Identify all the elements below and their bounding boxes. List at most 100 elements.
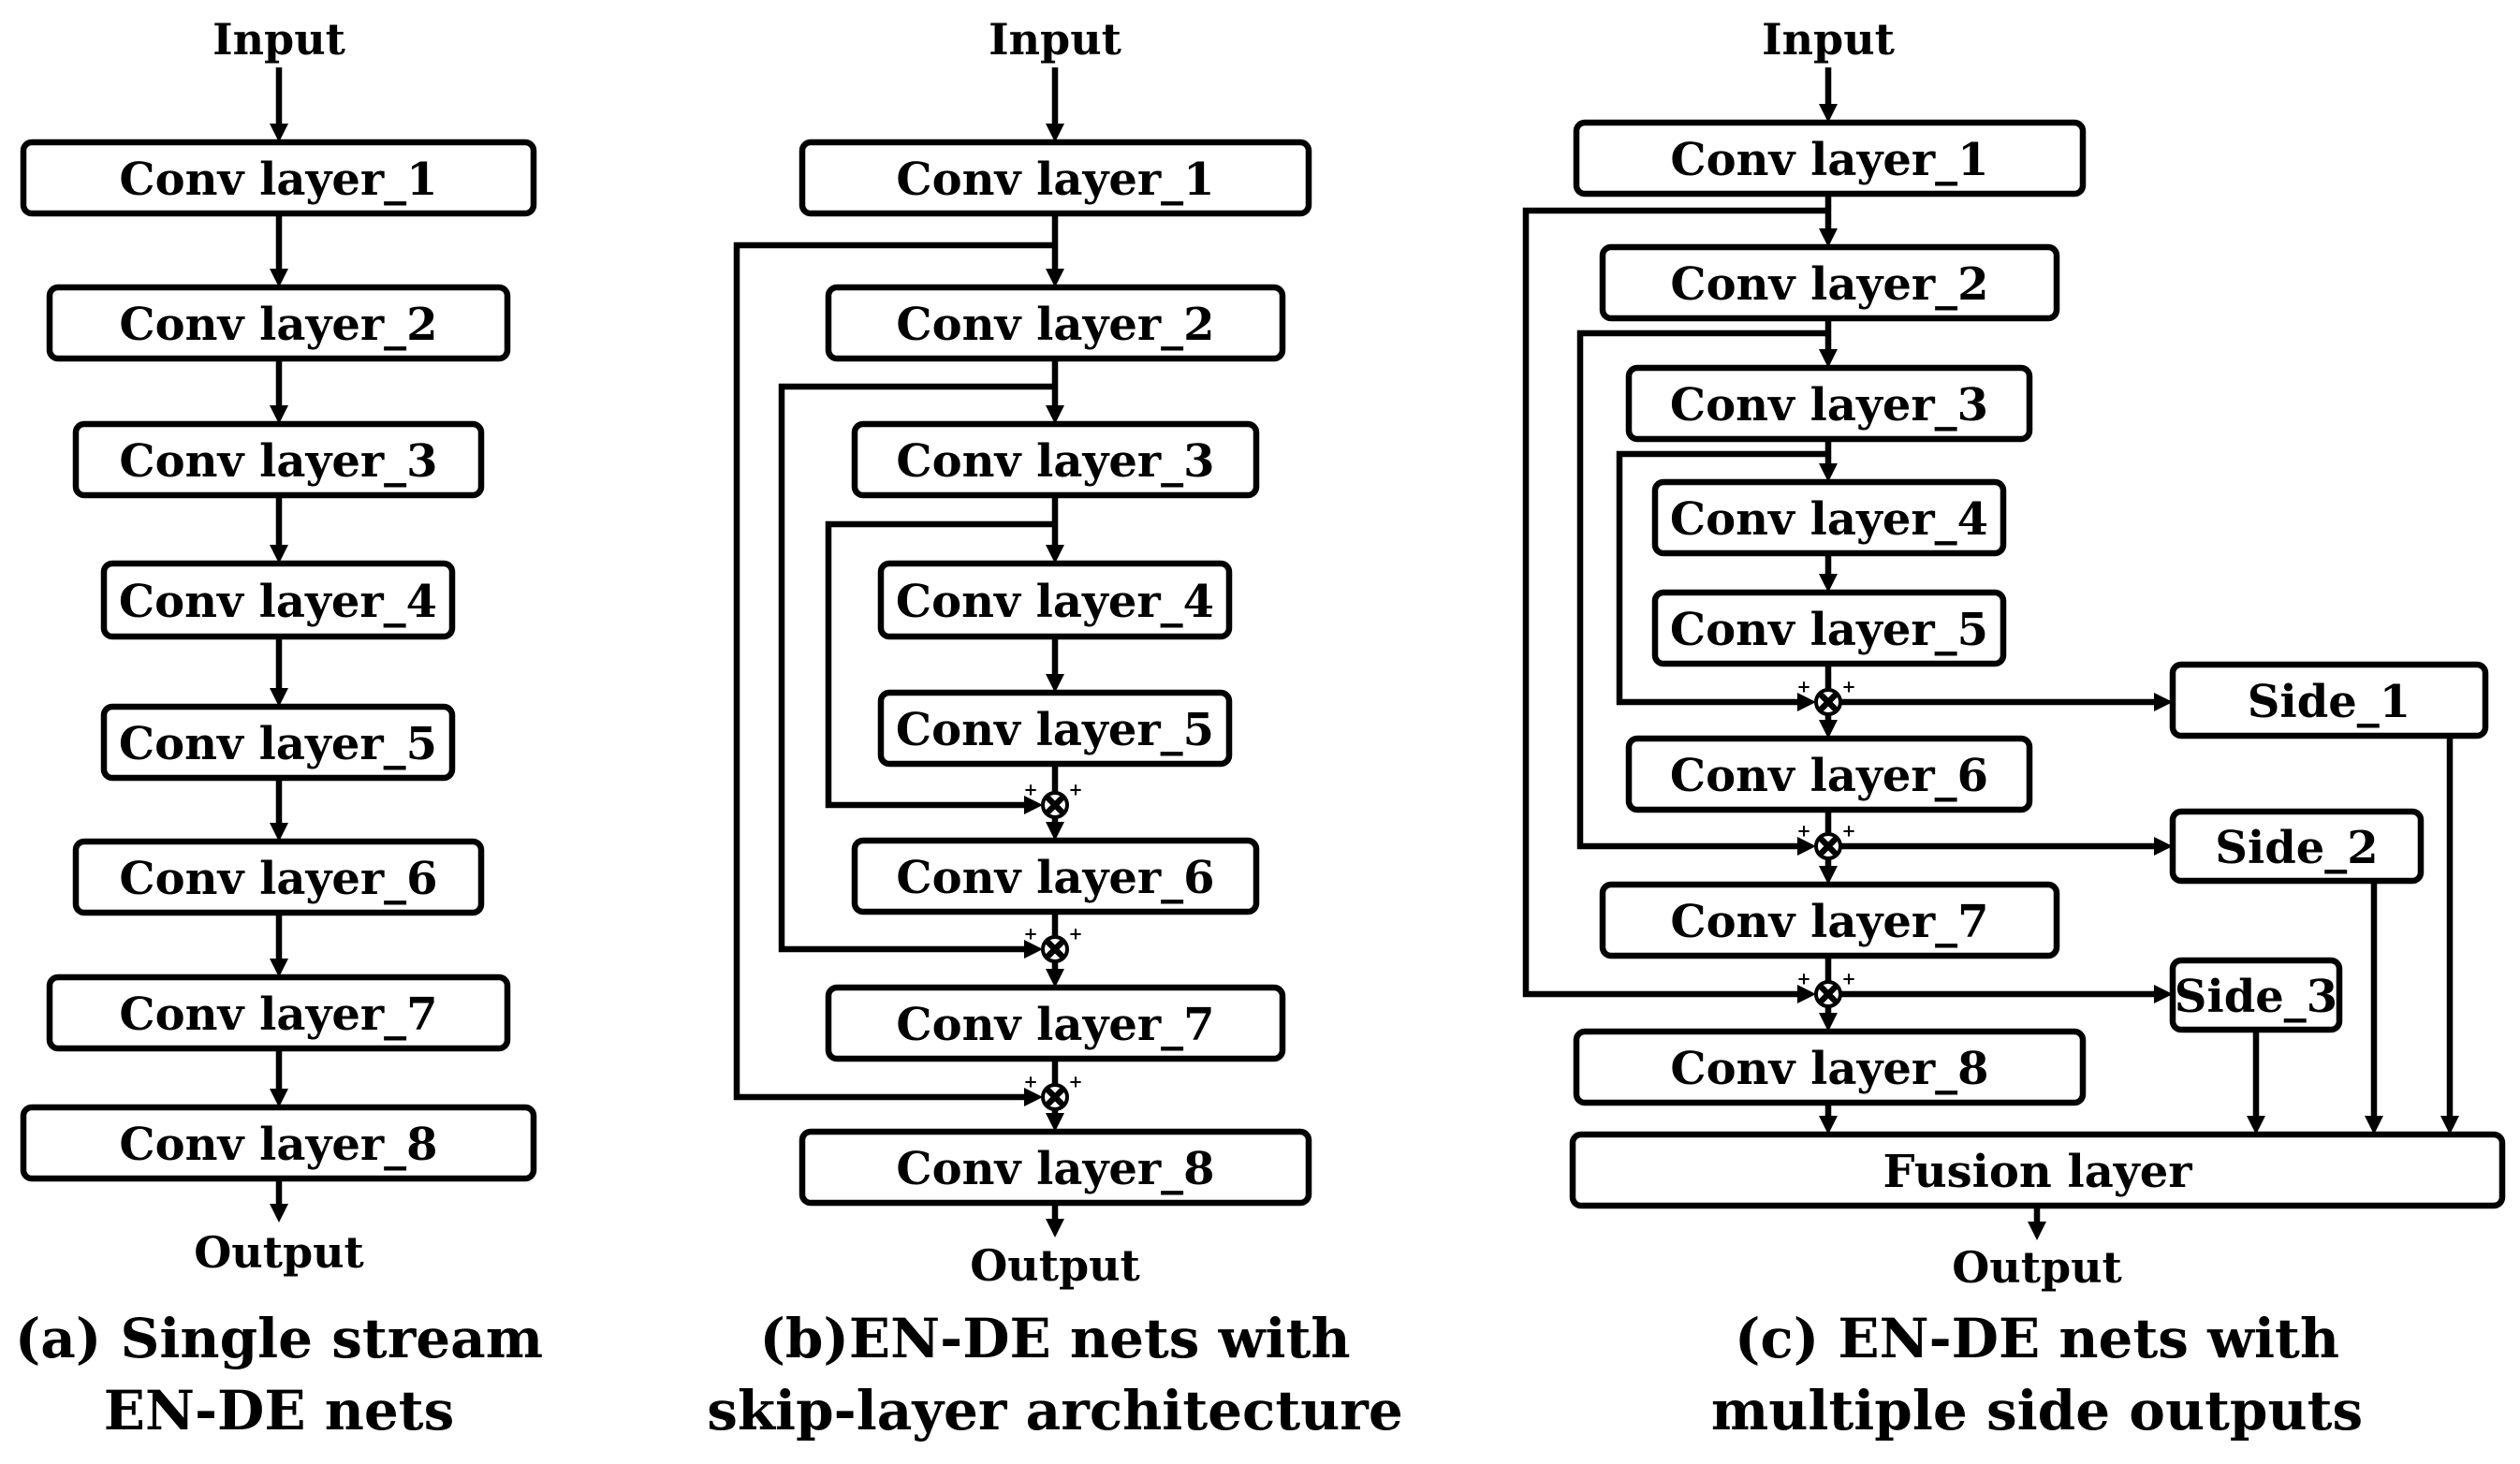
panel-c-skip-3-to-5 [1616, 450, 1828, 706]
panel-c-conv-layer-6: Conv layer_6 [1625, 735, 2033, 813]
panel-c-skip-1-to-7-head [1797, 985, 1816, 1003]
panel-b-arrow-sum1-6-head [1046, 822, 1064, 841]
panel-a-conv-layer-2: Conv layer_2 [46, 284, 511, 362]
panel-b-arrow-4-5-head [1046, 674, 1064, 693]
panel-b-sum-node-1-cross-b [1044, 794, 1066, 816]
panel-c-side-1-in-head [2154, 693, 2173, 711]
panel-c-conv-layer-8: Conv layer_8 [1573, 1028, 2087, 1106]
panel-a-conv-layer-6-label: Conv layer_6 [119, 853, 437, 905]
panel-a-conv-layer-1: Conv layer_1 [20, 139, 537, 217]
panel-b-arrow-2-3-head [1046, 405, 1064, 424]
panel-c-sum-node-2-cross-b [1817, 835, 1839, 857]
panel-c-conv-layer-8-label: Conv layer_8 [1670, 1043, 1988, 1095]
panel-c-arrow-8-fusion-head [1819, 1116, 1838, 1135]
panel-c-side-1-to-fusion-head [2440, 1116, 2459, 1135]
panel-b-skip-2-to-6 [778, 383, 1055, 953]
panel-b-caption-line-1: (b)EN-DE nets with [759, 1307, 1350, 1370]
panel-c-arrow-2-3-head [1819, 349, 1838, 368]
panel-b-skip-3-to-5-head [1024, 796, 1043, 814]
panel-a-output-arrow-head [270, 1204, 288, 1222]
panel-c-conv-layer-5: Conv layer_5 [1651, 589, 2007, 667]
panel-b-caption-line-2: skip-layer architecture [707, 1379, 1403, 1442]
panel-c-sum-node-2-plus-right: + [1841, 822, 1855, 842]
panel-b-sum-node-1-plus-right: + [1068, 781, 1082, 800]
panel-c-side-1-label: Side_1 [2248, 676, 2410, 728]
panel-c-input-arrow-head [1819, 104, 1838, 123]
panel-c-conv-layer-3: Conv layer_3 [1625, 364, 2033, 443]
panel-c-side-3-to-fusion-head [2247, 1116, 2265, 1135]
panel-b-conv-layer-2-label: Conv layer_2 [896, 299, 1214, 351]
panel-c-conv-layer-7-label: Conv layer_7 [1670, 896, 1988, 948]
panel-a-conv-layer-8-label: Conv layer_8 [119, 1119, 437, 1171]
panel-c-arrow-sum2-7-head [1819, 866, 1838, 885]
panel-c-conv-layer-4-label: Conv layer_4 [1670, 493, 1988, 546]
panel-b-conv-layer-7: Conv layer_7 [825, 984, 1286, 1062]
panel-b-skip-2-to-6-head [1024, 940, 1043, 959]
panel-c-side-3-label: Side_3 [2175, 971, 2337, 1023]
panel-a-arrow-1-2-head [270, 269, 288, 287]
panel-b-skip-1-to-7 [733, 242, 1055, 1101]
panel-c-conv-layer-2-label: Conv layer_2 [1670, 258, 1988, 311]
panel-c-arrow-3-4-head [1819, 463, 1838, 482]
panel-a-arrow-7-8-head [270, 1089, 288, 1107]
panel-a-conv-layer-1-label: Conv layer_1 [119, 154, 437, 206]
panel-b-conv-layer-3-label: Conv layer_3 [896, 435, 1214, 488]
panel-b-conv-layer-6: Conv layer_6 [851, 837, 1260, 915]
panel-b-sum-node-2-plus-left: + [1023, 925, 1037, 944]
panel-c-skip-3-to-5-head [1797, 693, 1816, 711]
panel-c-sum-node-3-plus-left: + [1796, 970, 1810, 989]
panel-a-conv-layer-3: Conv layer_3 [72, 420, 485, 499]
panel-b-input-label: Input [989, 14, 1122, 65]
panel-c-side-2-label: Side_2 [2215, 822, 2378, 874]
panel-c-side-1: Side_1 [2169, 661, 2489, 739]
panel-b-conv-layer-8-label: Conv layer_8 [896, 1143, 1214, 1195]
panel-b-conv-layer-2: Conv layer_2 [825, 284, 1286, 362]
panel-c-caption-line-1: (c) EN-DE nets with [1735, 1307, 2339, 1370]
panel-b-sum-node-1: ++ [1023, 781, 1083, 819]
panel-b-sum-node-1-plus-left: + [1023, 781, 1037, 800]
panel-b-sum-node-2-plus-right: + [1068, 925, 1082, 944]
panel-c-sum-node-2-plus-left: + [1796, 822, 1810, 842]
panel-a-conv-layer-4: Conv layer_4 [100, 560, 456, 640]
panel-c-sum-node-1-cross-b [1817, 691, 1839, 713]
panel-a-caption-line-2: EN-DE nets [104, 1379, 455, 1442]
panel-c-side-1-frame [2169, 661, 2489, 739]
panel-c-output-label: Output [1952, 1242, 2122, 1293]
panel-b-output-label: Output [970, 1240, 1140, 1291]
panel-a-arrow-3-4-head [270, 545, 288, 564]
panel-c-side-3: Side_3 [2169, 957, 2343, 1033]
panel-a-conv-layer-4-label: Conv layer_4 [119, 576, 437, 628]
panel-b-sum-node-3-cross-b [1044, 1086, 1066, 1108]
panel-b-conv-layer-3: Conv layer_3 [851, 420, 1260, 499]
panel-c-side-2-to-fusion-head [2365, 1116, 2383, 1135]
panel-a-conv-layer-6: Conv layer_6 [72, 838, 485, 916]
panel-b-conv-layer-7-label: Conv layer_7 [896, 999, 1214, 1051]
panel-c-sum-node-1-plus-right: + [1841, 678, 1855, 697]
panel-b-sum-node-3-plus-left: + [1023, 1073, 1037, 1092]
panel-c-input-label: Input [1762, 14, 1896, 65]
panel-a-conv-layer-5-label: Conv layer_5 [119, 718, 437, 770]
panel-a-arrow-2-3-head [270, 405, 288, 424]
panel-b-output-arrow-head [1046, 1219, 1064, 1237]
panel-b-skip-1-to-7-head [1024, 1088, 1043, 1106]
panel-b-sum-node-2-cross-b [1044, 938, 1066, 960]
panel-b-conv-layer-4: Conv layer_4 [877, 560, 1233, 640]
panel-b-sum-node-2: ++ [1023, 925, 1083, 963]
panel-c-caption-line-2: multiple side outputs [1711, 1379, 2363, 1442]
panel-a-conv-layer-2-label: Conv layer_2 [119, 299, 437, 351]
panel-c-arrow-sum1-6-head [1819, 720, 1838, 739]
panel-a-output-label: Output [194, 1227, 364, 1278]
panel-b-arrow-3-4-head [1046, 545, 1064, 564]
panel-c-conv-layer-2: Conv layer_2 [1599, 243, 2060, 322]
panel-b-conv-layer-6-label: Conv layer_6 [896, 852, 1214, 904]
panel-b-conv-layer-1: Conv layer_1 [798, 139, 1312, 217]
panel-c-sum-node-1-plus-left: + [1796, 678, 1810, 697]
panel-c-conv-layer-1: Conv layer_1 [1573, 119, 2087, 198]
panel-a-input-arrow-head [270, 124, 288, 142]
panel-b-skip-3-to-5 [825, 520, 1055, 809]
panel-b-arrow-sum2-7-head [1046, 969, 1064, 988]
panel-a-caption-line-1: (a) Single stream [15, 1307, 543, 1370]
panel-a-conv-layer-3-label: Conv layer_3 [119, 435, 437, 488]
panel-c-side-2: Side_2 [2169, 808, 2425, 885]
panel-a-arrow-4-5-head [270, 688, 288, 707]
